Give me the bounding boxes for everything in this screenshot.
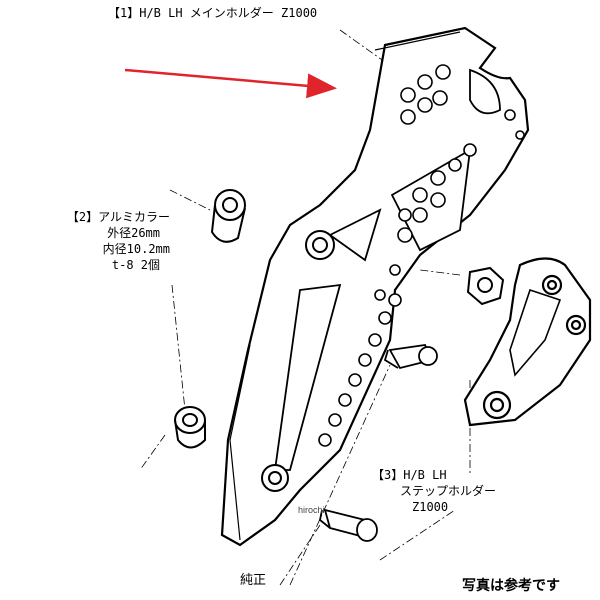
label-part3-line1: 【3】H/B LH bbox=[372, 468, 447, 482]
mounting-holes bbox=[261, 230, 335, 492]
bolt-lower bbox=[319, 508, 378, 542]
plate-holes bbox=[318, 64, 525, 447]
reference-photo-note: 写真は参考です bbox=[462, 578, 560, 594]
triangle-cutout bbox=[328, 208, 382, 262]
nut-part bbox=[466, 266, 505, 306]
label-part3-line2: ステップホルダー bbox=[400, 484, 497, 498]
long-slot bbox=[273, 283, 342, 471]
aluminium-collar-lower bbox=[174, 406, 206, 449]
leader-genuine-1 bbox=[279, 524, 321, 586]
leader-part2-lower bbox=[171, 284, 186, 411]
step-holder bbox=[463, 257, 592, 427]
label-part2-line4: t-8 2個 bbox=[111, 258, 160, 272]
label-part2-line3: 内径10.2mm bbox=[102, 242, 170, 256]
label-part1: 【1】H/B LH メインホルダー Z1000 bbox=[108, 6, 318, 20]
label-part3-line3: Z1000 bbox=[412, 500, 449, 514]
aluminium-collar-upper bbox=[210, 189, 246, 243]
bolt-upper bbox=[383, 344, 438, 370]
label-genuine: 純正 bbox=[240, 573, 267, 588]
label-part2-line2: 外径26mm bbox=[107, 226, 160, 240]
notch-cutout bbox=[469, 68, 501, 115]
leader-part1 bbox=[339, 29, 386, 63]
leader-part2-upper bbox=[169, 189, 211, 211]
label-part2-line1: 【2】アルミカラー bbox=[66, 210, 170, 224]
red-arrow-icon bbox=[124, 68, 337, 99]
watermark: hirochi bbox=[298, 505, 325, 515]
